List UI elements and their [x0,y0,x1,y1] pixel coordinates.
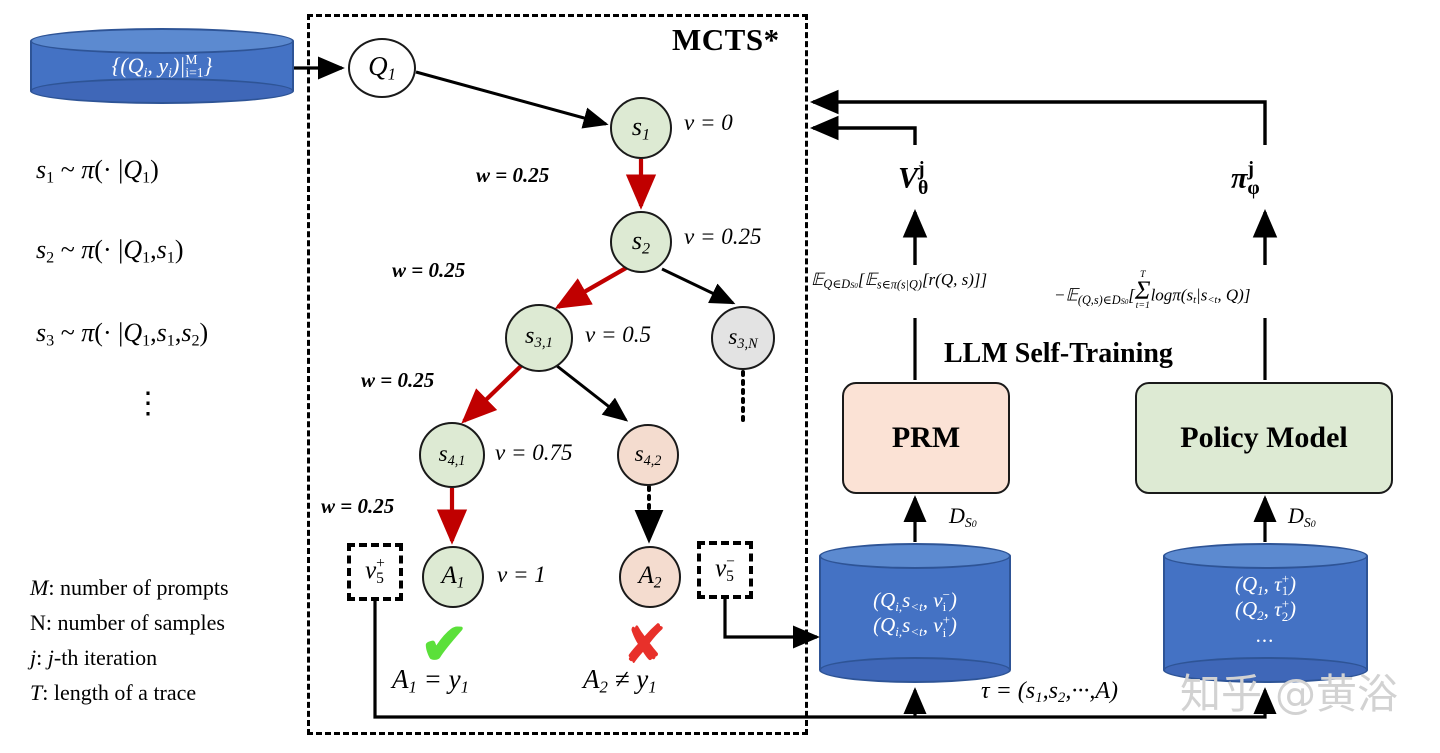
legend-item-T: T: length of a trace [30,680,197,705]
edge-policy-feedback-to-mcts [809,89,1267,145]
legend-item-N: N: number of samples [30,610,225,635]
tree-value-s2: v = 0.25 [684,224,762,249]
tree-node-s3-N[interactable]: s3,N [711,306,775,370]
edge-weight-2: w = 0.25 [392,258,466,282]
mcts-region-title: MCTS* [672,22,780,57]
tree-node-A1[interactable]: A1 [422,546,484,608]
tree-node-Q1[interactable]: Q1 [348,38,416,98]
prm-dataset-label-text: (Qi,s<t, v−i) (Qi,s<t, v+i) [873,587,957,640]
tree-node-s3-1[interactable]: s3,1 [505,304,573,372]
prm-model-box[interactable]: PRM [842,382,1010,494]
mcts-region-box [307,14,808,735]
tree-node-s4-1[interactable]: s4,1 [419,422,485,488]
tree-value-s1: v = 0 [684,110,733,135]
sampling-note-1: s1 ~ π(· |Q1) [36,155,159,187]
policy-dataset-cylinder: (Q1, τ+1) (Q2, τ+2) ... [1163,543,1368,683]
tree-node-s4-2[interactable]: s4,2 [617,424,679,486]
edge-weight-3: w = 0.25 [361,368,435,392]
tree-value-A1: v = 1 [497,562,546,587]
self-training-title: LLM Self-Training [944,338,1173,369]
sampling-note-2: s2 ~ π(· |Q1,s1) [36,235,184,267]
value-objective-formula: 𝔼Q∈DS0[𝔼s∈π(s|Q)[r(Q, s)]] [811,270,988,292]
legend-item-j: j: j-th iteration [30,645,158,670]
policy-dataset-label: DS0 [1288,503,1316,530]
sampling-note-ellipsis: ⋮ [133,387,163,420]
policy-dataset-label-text: (Q1, τ+1) (Q2, τ+2) ... [1234,571,1297,647]
tree-value-s3-1: v = 0.5 [585,322,651,347]
policy-objective-formula: −𝔼(Q,s)∈DS0[ T Σ t=1 logπ(st|s<t, Q)] [1054,269,1251,311]
edge-weight-1: w = 0.25 [476,163,550,187]
prm-dataset-cylinder: (Qi,s<t, v−i) (Qi,s<t, v+i) [819,543,1011,683]
tree-node-s1[interactable]: s1 [610,97,672,159]
legend-item-M: M: number of prompts [30,575,229,600]
watermark: 知乎 @黄浴 [1180,670,1399,718]
tree-node-A2[interactable]: A2 [619,546,681,608]
edge-weight-4: w = 0.25 [321,494,395,518]
value-badge-negative: v−5 [697,541,753,599]
value-badge-positive: v+5 [347,543,403,601]
trace-label: τ = (s1,s2,···,A) [981,678,1119,707]
tree-value-s4-1: v = 0.75 [495,440,573,465]
outcome-incorrect-text: A2 ≠ y1 [583,664,657,697]
tree-node-s2[interactable]: s2 [610,211,672,273]
prm-dataset-label: DS0 [949,503,977,530]
outcome-correct-text: A1 = y1 [392,664,469,697]
edge-value-feedback-to-mcts [809,115,917,145]
policy-model-box[interactable]: Policy Model [1135,382,1393,494]
sampling-note-3: s3 ~ π(· |Q1,s1,s2) [36,318,209,350]
